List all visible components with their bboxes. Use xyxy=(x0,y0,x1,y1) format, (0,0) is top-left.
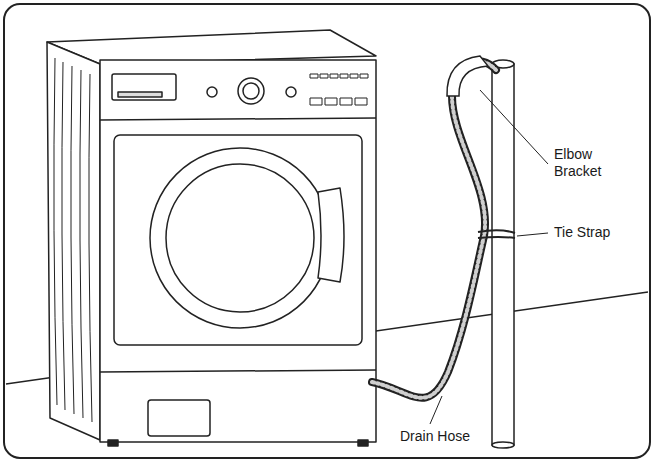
leader-lines xyxy=(430,396,442,424)
side-ribs xyxy=(54,58,92,422)
washer-front xyxy=(100,60,376,442)
dial xyxy=(238,78,264,104)
status-lights xyxy=(340,74,348,78)
foot xyxy=(358,440,368,446)
side-ribs xyxy=(62,62,65,410)
status-lights xyxy=(360,74,368,78)
status-lights xyxy=(320,74,328,78)
status-lights xyxy=(355,98,367,105)
washer-side xyxy=(47,42,100,440)
status-lights xyxy=(340,98,352,105)
drawer-handle xyxy=(118,92,162,97)
part-label: Tie Strap xyxy=(552,224,612,241)
side-ribs xyxy=(89,74,92,422)
status-lights xyxy=(310,74,368,105)
drain-hose xyxy=(372,61,496,398)
side-ribs xyxy=(54,58,57,405)
button xyxy=(286,87,296,97)
door-panel xyxy=(114,135,362,345)
dial-inner xyxy=(243,83,259,99)
door-glass xyxy=(166,164,314,312)
part-label: Elbow Bracket xyxy=(552,146,628,180)
drain-hose xyxy=(372,61,496,398)
status-lights xyxy=(350,74,358,78)
elbow-bracket xyxy=(447,56,488,96)
status-lights xyxy=(310,74,318,78)
washer-top xyxy=(47,30,376,64)
status-lights xyxy=(325,98,337,105)
standpipe xyxy=(492,60,514,448)
tie-strap xyxy=(478,230,515,238)
side-ribs xyxy=(80,70,83,418)
leader-lines xyxy=(480,90,548,164)
access-door xyxy=(148,400,210,436)
pipe-bottom xyxy=(492,442,514,448)
tie-strap xyxy=(478,230,515,233)
leader-lines xyxy=(430,90,548,424)
elbow-bracket xyxy=(447,56,488,96)
status-lights xyxy=(330,74,338,78)
door-ring xyxy=(150,148,330,328)
door-handle xyxy=(318,188,344,282)
kick-line xyxy=(100,370,376,372)
washer xyxy=(47,30,376,446)
leader-lines xyxy=(517,233,548,236)
button xyxy=(207,87,217,97)
part-label: Drain Hose xyxy=(398,428,472,445)
pipe-body xyxy=(492,64,514,445)
foot xyxy=(108,440,118,446)
tie-strap xyxy=(478,237,515,238)
frame xyxy=(4,4,650,458)
side-ribs xyxy=(71,66,74,414)
panel-edge xyxy=(100,118,376,120)
drain-hose xyxy=(372,61,496,398)
status-lights xyxy=(310,98,322,105)
dispenser-drawer xyxy=(112,74,176,100)
